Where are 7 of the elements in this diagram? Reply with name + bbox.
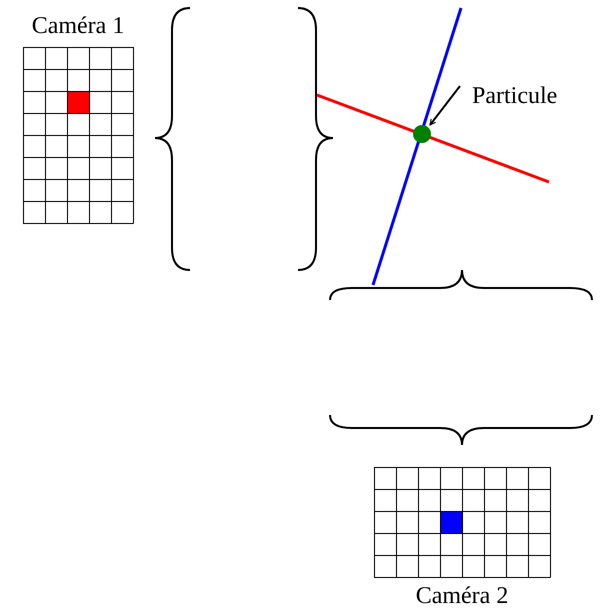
highlighted-pixel <box>440 511 463 534</box>
camera-label: Caméra 1 <box>30 13 126 39</box>
particle-label: Particule <box>472 83 558 109</box>
camera-label: Caméra 2 <box>414 583 510 609</box>
highlighted-pixel <box>67 91 90 114</box>
leader-arrow <box>429 85 461 126</box>
particle-dot <box>413 125 431 143</box>
